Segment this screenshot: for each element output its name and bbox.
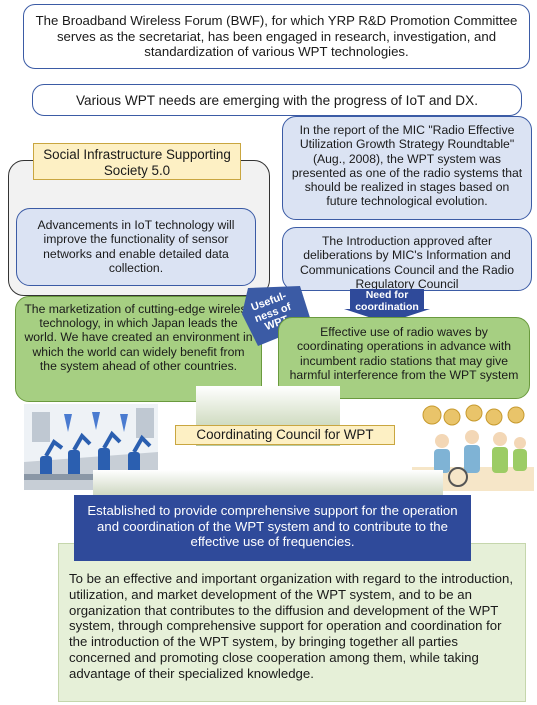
established-box: Established to provide comprehensive sup… xyxy=(74,495,471,561)
introduction-approved-box: The Introduction approved after delibera… xyxy=(282,227,532,291)
mic-report-box: In the report of the MIC "Radio Effectiv… xyxy=(282,116,532,220)
bwf-intro-box: The Broadband Wireless Forum (BWF), for … xyxy=(23,4,530,69)
wpt-needs-box: Various WPT needs are emerging with the … xyxy=(32,84,522,116)
society-title: Social Infrastructure Supporting Society… xyxy=(33,143,241,180)
council-label: Coordinating Council for WPT xyxy=(175,425,395,445)
need-coordination-label: Need for coordination xyxy=(355,289,419,313)
marketization-box: The marketization of cutting-edge wirele… xyxy=(15,296,262,402)
mission-box: To be an effective and important organiz… xyxy=(58,543,526,702)
iot-advancement-box: Advancements in IoT technology will impr… xyxy=(16,208,256,286)
need-coordination-arrow xyxy=(344,289,430,323)
effective-use-box: Effective use of radio waves by coordina… xyxy=(278,317,530,399)
factory-robots-illustration xyxy=(24,404,158,490)
